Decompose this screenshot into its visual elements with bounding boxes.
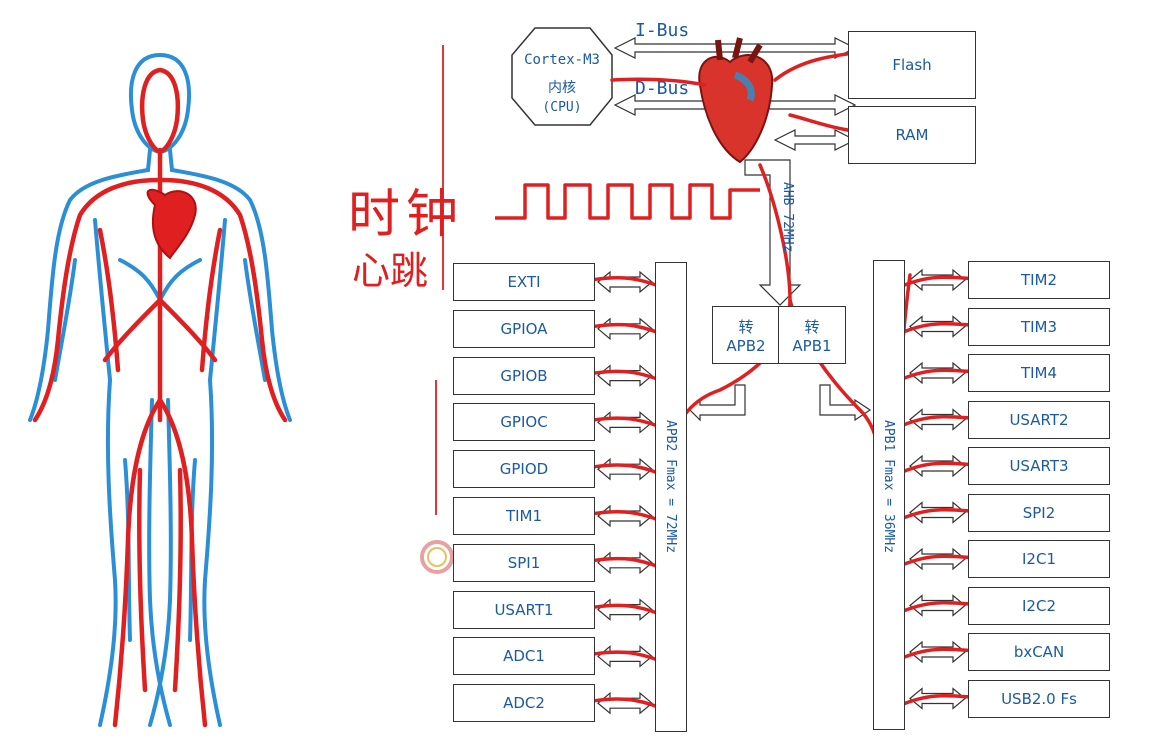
ibus-label: I-Bus	[635, 20, 690, 41]
heart-icon	[698, 37, 774, 164]
cpu-name: Cortex-M3	[524, 52, 600, 68]
apb2-bridge-line1: 转	[738, 317, 754, 336]
peripheral-box: USART1	[453, 590, 595, 629]
apb1-bridge-line2: APB1	[792, 336, 832, 355]
peripheral-label: TIM3	[1020, 317, 1058, 336]
peripheral-box: SPI1	[453, 543, 595, 582]
peripheral-box: SPI2	[968, 493, 1110, 532]
peripheral-label: SPI1	[507, 553, 541, 572]
peripheral-box: I2C2	[968, 586, 1110, 625]
peripheral-box: GPIOD	[453, 450, 595, 489]
apb1-bus-label: APB1 Fmax = 36MHz	[881, 420, 896, 554]
ahb-bus-label: AHB 72MHz	[780, 182, 795, 253]
apb2-bridge-line2: APB2	[726, 336, 766, 355]
peripheral-label: GPIOB	[500, 366, 548, 385]
clock-annotation: 时钟	[348, 185, 465, 245]
peripheral-box: GPIOB	[453, 356, 595, 395]
apb2-bus-bar	[655, 262, 687, 732]
peripheral-box: EXTI	[453, 263, 595, 301]
flash-label: Flash	[892, 56, 932, 74]
peripheral-box: I2C1	[968, 540, 1110, 578]
peripheral-label: ADC2	[503, 694, 545, 713]
peripheral-label: I2C1	[1022, 550, 1056, 568]
ram-label: RAM	[895, 126, 929, 144]
peripheral-label: bxCAN	[1013, 643, 1065, 661]
peripheral-box: TIM1	[453, 497, 595, 535]
peripheral-label: GPIOD	[499, 460, 549, 479]
peripheral-box: TIM2	[968, 261, 1110, 299]
peripheral-label: TIM1	[505, 507, 543, 525]
apb1-bus-bar	[873, 260, 905, 730]
apb2-bus-label: APB2 Fmax = 72MHz	[663, 420, 678, 554]
peripheral-box: GPIOA	[453, 309, 595, 348]
peripheral-label: USB2.0 Fs	[1001, 689, 1077, 708]
heartbeat-annotation: 心跳	[352, 249, 429, 293]
peripheral-box: USART2	[968, 400, 1110, 439]
circulatory-system-illustration	[28, 52, 292, 728]
peripheral-label: GPIOA	[500, 319, 548, 338]
peripheral-label: ADC1	[503, 647, 545, 666]
cpu-octagon	[511, 27, 613, 126]
peripheral-box: USB2.0 Fs	[968, 679, 1110, 718]
ram-box: RAM	[848, 106, 976, 164]
apb1-bridge: 转 APB1	[778, 306, 846, 364]
peripheral-box: ADC2	[453, 684, 595, 723]
peripheral-label: TIM2	[1020, 271, 1058, 289]
peripheral-box: GPIOC	[453, 403, 595, 442]
peripheral-label: I2C2	[1022, 596, 1056, 615]
peripheral-label: EXTI	[507, 273, 541, 291]
peripheral-label: USART3	[1009, 457, 1069, 475]
peripheral-label: GPIOC	[500, 413, 548, 432]
peripheral-label: USART2	[1009, 410, 1069, 429]
peripheral-box: USART3	[968, 447, 1110, 485]
flash-box: Flash	[848, 31, 976, 99]
peripheral-label: TIM4	[1020, 364, 1058, 382]
peripheral-label: USART1	[494, 600, 554, 619]
peripheral-box: TIM3	[968, 307, 1110, 346]
peripheral-box: TIM4	[968, 354, 1110, 392]
peripheral-box: ADC1	[453, 637, 595, 676]
apb2-bridge: 转 APB2	[712, 306, 780, 364]
cpu-abbrev: (CPU)	[542, 100, 582, 115]
cpu-core-label: 内核	[548, 80, 576, 96]
peripheral-label: SPI2	[1022, 503, 1056, 522]
dbus-label: D-Bus	[635, 78, 690, 99]
peripheral-box: bxCAN	[968, 633, 1110, 671]
apb1-bridge-line1: 转	[804, 317, 820, 336]
